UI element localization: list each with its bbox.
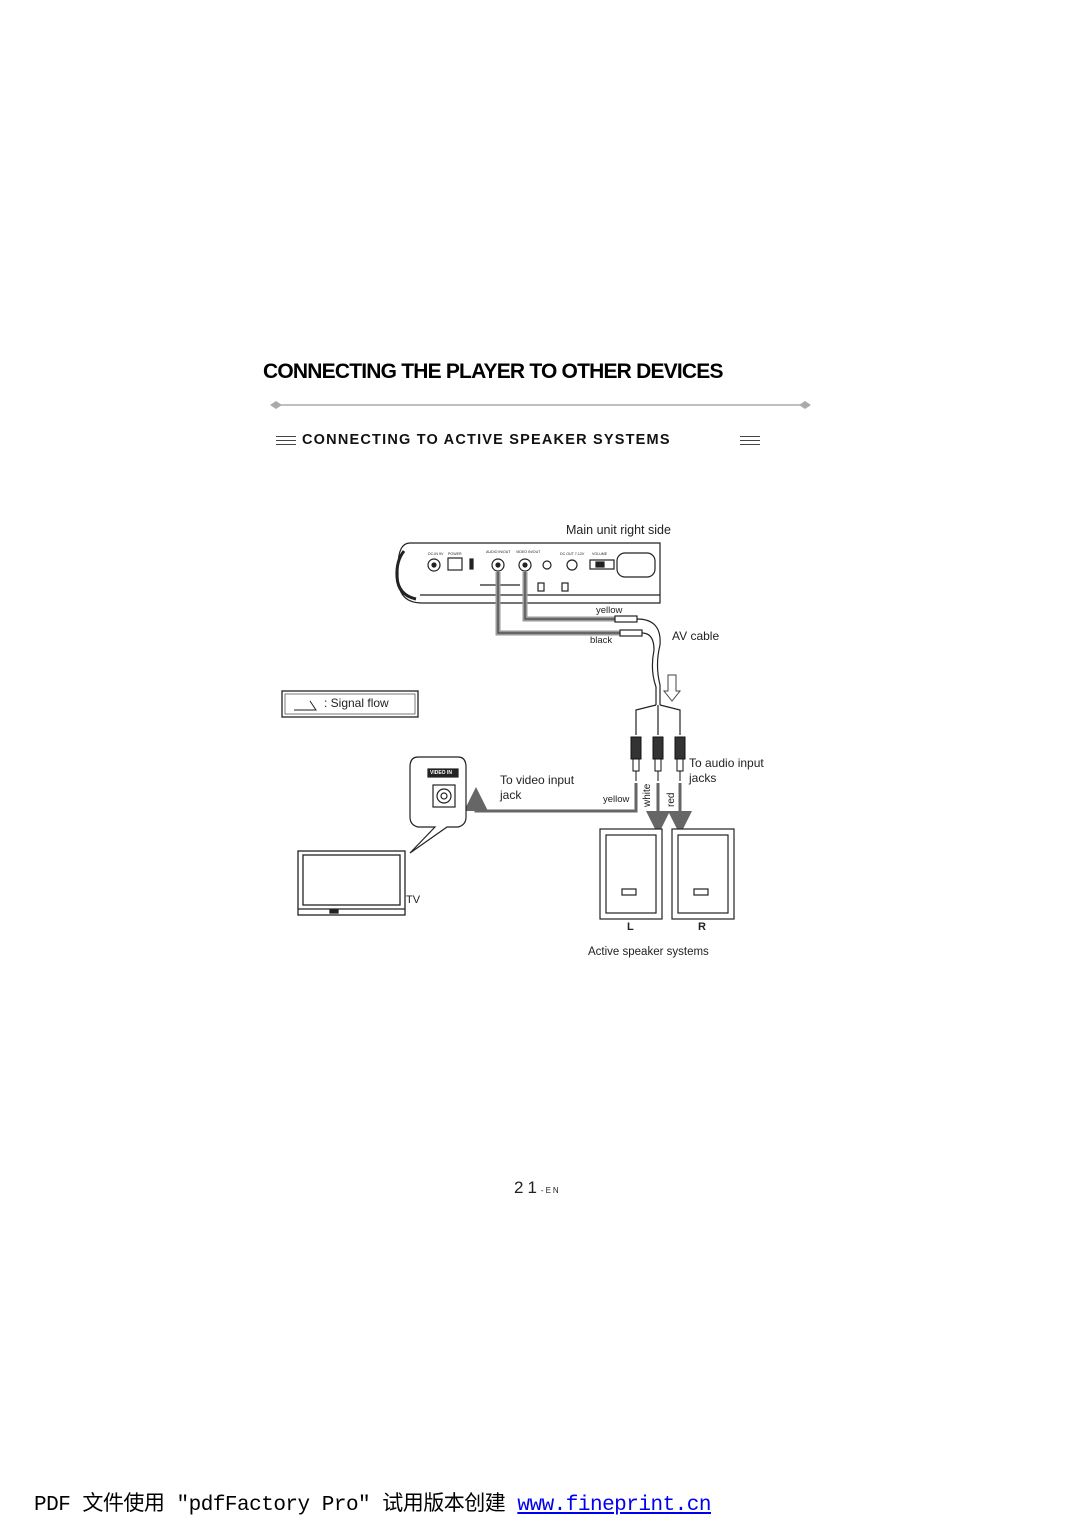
speakers-caption: Active speaker systems bbox=[588, 946, 709, 958]
section-heading-text: CONNECTING TO ACTIVE SPEAKER SYSTEMS bbox=[302, 432, 671, 448]
jacks-label: jacks bbox=[689, 771, 717, 785]
panel-label-power: POWER bbox=[448, 552, 462, 556]
to-video-input-label: To video input bbox=[500, 773, 575, 787]
av-cable-label: AV cable bbox=[672, 629, 720, 643]
tv-label: TV bbox=[406, 894, 421, 906]
signal-arrows bbox=[464, 783, 692, 835]
av-cable bbox=[614, 615, 681, 735]
speaker-left bbox=[599, 828, 663, 920]
speaker-right-label: R bbox=[698, 921, 706, 933]
section-heading: CONNECTING TO ACTIVE SPEAKER SYSTEMS bbox=[276, 432, 766, 452]
panel-label-volume: VOLUME bbox=[592, 552, 608, 556]
panel-label-dcin: DC-IN 9V bbox=[428, 552, 444, 556]
panel-label-audio: AUDIO IN/OUT bbox=[486, 550, 511, 554]
title-divider bbox=[270, 401, 811, 409]
page-title: CONNECTING THE PLAYER TO OTHER DEVICES bbox=[263, 360, 723, 383]
heading-bars-left bbox=[276, 436, 296, 447]
rca-plugs bbox=[630, 736, 686, 781]
tv-jack-callout bbox=[409, 756, 467, 854]
heading-bars-right bbox=[740, 436, 760, 447]
jack-label: jack bbox=[500, 788, 522, 802]
main-unit-panel bbox=[395, 542, 661, 604]
cable-color-yellow-top: yellow bbox=[596, 605, 623, 616]
speaker-left-label: L bbox=[627, 921, 634, 933]
footer-link[interactable]: www.fineprint.cn bbox=[517, 1494, 711, 1517]
page-number-value: 21 bbox=[514, 1178, 541, 1197]
to-audio-input-label: To audio input bbox=[689, 756, 764, 770]
plug-red-label: red bbox=[666, 792, 677, 807]
page-number: 21-EN bbox=[514, 1178, 561, 1198]
main-unit-label: Main unit right side bbox=[566, 523, 671, 537]
plug-white-label: white bbox=[642, 783, 653, 807]
connection-diagram: DC-IN 9V POWER AUDIO IN/OUT VIDEO IN/OUT… bbox=[270, 515, 800, 965]
legend-label: : Signal flow bbox=[324, 696, 389, 710]
plug-yellow-label: yellow bbox=[603, 794, 630, 805]
legend-box bbox=[281, 690, 419, 718]
pdf-footer: PDF 文件使用 "pdfFactory Pro" 试用版本创建 www.fin… bbox=[34, 1487, 711, 1517]
speaker-right bbox=[671, 828, 735, 920]
panel-label-video: VIDEO IN/OUT bbox=[516, 550, 541, 554]
footer-prefix: PDF 文件使用 "pdfFactory Pro" 试用版本创建 bbox=[34, 1494, 518, 1517]
cable-color-black: black bbox=[590, 635, 613, 646]
page-number-suffix: -EN bbox=[540, 1186, 561, 1195]
diagram-graphic: DC-IN 9V POWER AUDIO IN/OUT VIDEO IN/OUT… bbox=[281, 542, 735, 920]
tv-jack-label: VIDEO IN bbox=[430, 770, 452, 776]
panel-label-dcout: DC OUT 7-12V bbox=[560, 552, 585, 556]
tv-graphic bbox=[297, 850, 406, 916]
